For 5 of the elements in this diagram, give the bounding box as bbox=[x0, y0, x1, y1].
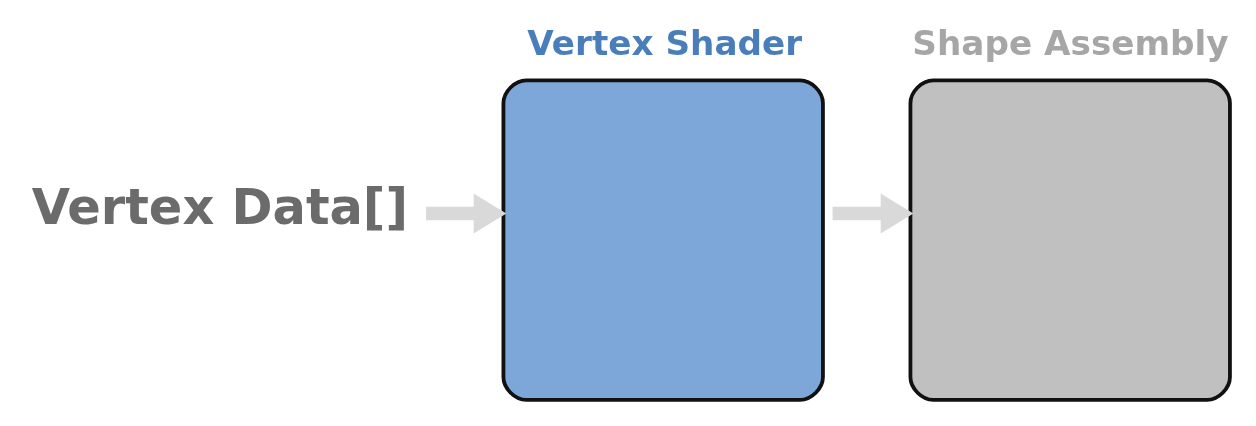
arrow bbox=[832, 192, 914, 234]
node-label: Vertex Shader bbox=[527, 22, 803, 62]
arrow bbox=[426, 192, 507, 234]
node-text: Vertex Data[] bbox=[31, 177, 409, 236]
node-label: Shape Assembly bbox=[912, 22, 1229, 62]
